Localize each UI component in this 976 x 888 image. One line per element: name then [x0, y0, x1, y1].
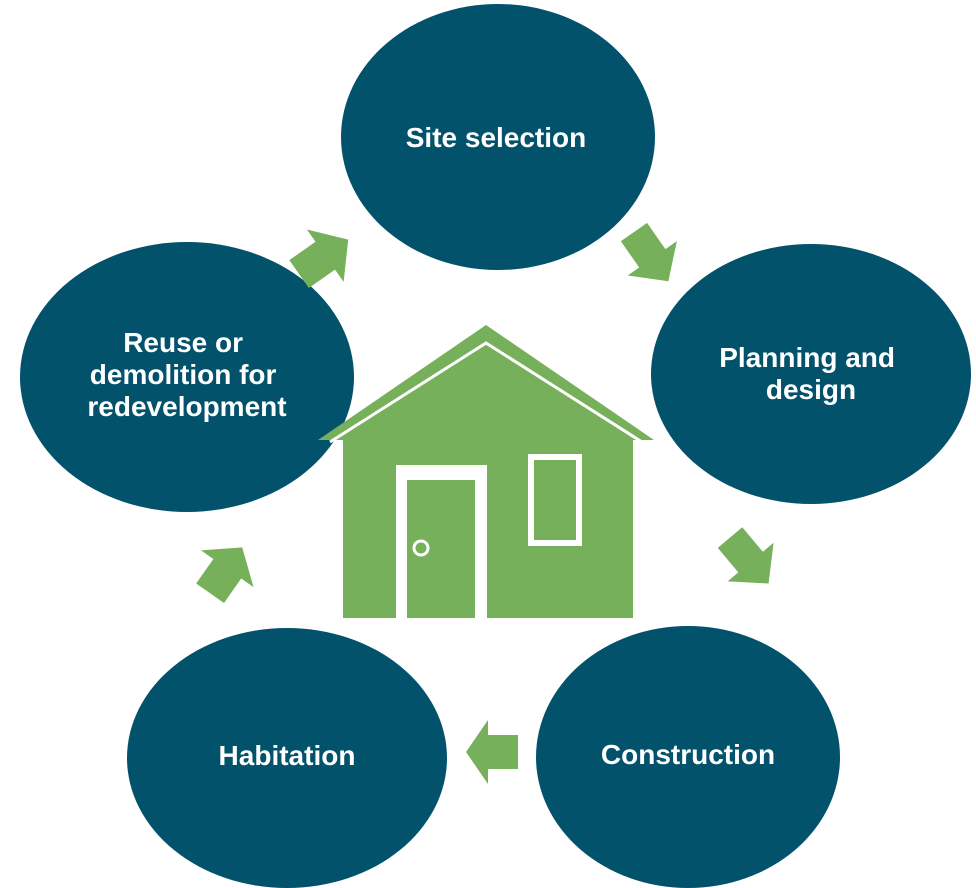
house-window	[534, 460, 576, 540]
stage-planning-and-design: Planning and design	[651, 244, 971, 504]
stage-habitation: Habitation	[127, 628, 447, 888]
stage-reuse-or-demolition: Reuse or demolition for redevelopment	[20, 242, 354, 512]
stage-label-line: Reuse or	[123, 327, 243, 358]
stage-label-line: Site selection	[406, 122, 587, 153]
house-icon	[318, 325, 654, 618]
stage-label: Construction	[601, 739, 775, 770]
stage-node	[651, 244, 971, 504]
stage-label-line: design	[766, 374, 856, 405]
stage-node	[127, 628, 447, 888]
house-doorknob	[412, 539, 430, 557]
stage-site-selection: Site selection	[341, 4, 655, 270]
stage-label: Habitation	[219, 740, 356, 771]
stage-node	[536, 626, 840, 888]
house-roof-outline	[329, 341, 643, 444]
stage-construction: Construction	[536, 626, 840, 888]
stage-label-line: demolition for	[90, 359, 277, 390]
stage-label: Reuse or demolition for redevelopment	[87, 327, 286, 422]
stage-label-line: Habitation	[219, 740, 356, 771]
house-body	[343, 440, 633, 618]
stage-label-line: redevelopment	[87, 391, 286, 422]
house-roof	[318, 325, 654, 440]
stage-label: Site selection	[406, 122, 587, 153]
stage-label-line: Construction	[601, 739, 775, 770]
arrow-up-right-icon	[196, 547, 254, 604]
stage-label: Planning and design	[719, 342, 903, 405]
arrow-down-right-icon	[620, 222, 677, 282]
arrow-up-right-icon	[289, 229, 349, 288]
arrow-down-right-icon	[717, 527, 774, 584]
stage-label-line: Planning and	[719, 342, 895, 373]
stage-node	[341, 4, 655, 270]
stage-node	[20, 242, 354, 512]
arrow-left-icon	[466, 720, 518, 784]
